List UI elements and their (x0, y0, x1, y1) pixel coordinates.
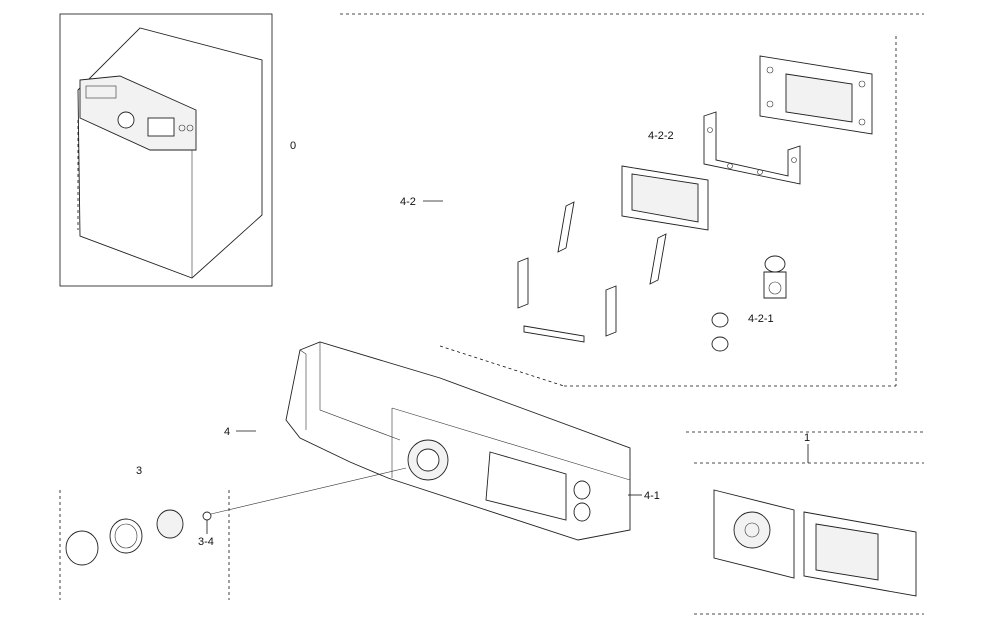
mini-button-2 (186, 124, 194, 132)
knob-assembly-line (210, 467, 407, 515)
display-bezel (621, 165, 709, 231)
bezel-window (631, 173, 699, 223)
pcb-hole-2 (858, 80, 866, 88)
mini-dispenser (85, 85, 117, 99)
label-3-4: 3-4 (198, 536, 214, 548)
label-4: 4 (224, 426, 230, 438)
panel-left-flange (299, 349, 307, 430)
mini-display (147, 117, 175, 137)
key-strip-bottom (523, 325, 585, 343)
mini-button-1 (178, 124, 186, 132)
strip-btn-3 (757, 169, 763, 175)
panel-display-window (485, 451, 567, 521)
display-board-lcd (815, 523, 879, 581)
knob-parts-4-2-1 (711, 255, 787, 352)
button-strip (703, 111, 801, 185)
inset-frame (59, 13, 273, 287)
dial-board-encoder-center (744, 522, 760, 538)
knob-screw (202, 511, 212, 521)
encoder-body (763, 271, 787, 299)
knob-cap-2 (711, 336, 729, 352)
mini-knob (117, 111, 135, 129)
light-pipes (517, 201, 667, 343)
light-pipe-2 (649, 233, 667, 285)
panel-dial-center (416, 448, 440, 472)
key-strip-left (517, 257, 529, 309)
label-4-1: 4-1 (644, 490, 660, 502)
dial-board-encoder (733, 511, 771, 549)
panel-dispenser-opening (319, 342, 401, 441)
cabinet-body (77, 27, 263, 279)
main-pcb-board (759, 55, 873, 135)
encoder-ring (764, 255, 786, 273)
encoder-shaft (768, 281, 782, 295)
label-3: 3 (136, 465, 142, 477)
pcb-hole-4 (858, 118, 866, 126)
boundary-diagonal (439, 345, 565, 387)
appliance-overview-inset (59, 13, 273, 287)
panel-button-bottom (573, 502, 591, 522)
knob-group-3 (59, 467, 407, 600)
subassembly-4-2-boundary (340, 13, 924, 387)
knob-cap (65, 530, 99, 566)
control-panel-housing (285, 341, 631, 541)
light-pipe-1 (557, 201, 575, 253)
pcb-hole-1 (766, 66, 774, 74)
label-4-2-1: 4-2-1 (748, 313, 774, 325)
knob-base (156, 509, 184, 539)
key-strip-right (605, 285, 617, 337)
pcb-display-window (785, 73, 853, 123)
label-1: 1 (804, 432, 810, 444)
pcb-hole-3 (766, 100, 774, 108)
strip-btn-1 (707, 127, 713, 133)
panel-front-edge (391, 407, 631, 481)
panel-button-top (573, 480, 591, 500)
pcb-group-1 (686, 431, 924, 615)
strip-btn-4 (791, 157, 797, 163)
label-0: 0 (290, 140, 296, 152)
knob-ring-inner (114, 523, 138, 549)
knob-cap-1 (711, 312, 729, 328)
button-strip-frame (703, 111, 801, 185)
strip-btn-2 (727, 163, 733, 169)
label-4-2-2: 4-2-2 (648, 130, 674, 142)
label-4-2: 4-2 (400, 196, 416, 208)
